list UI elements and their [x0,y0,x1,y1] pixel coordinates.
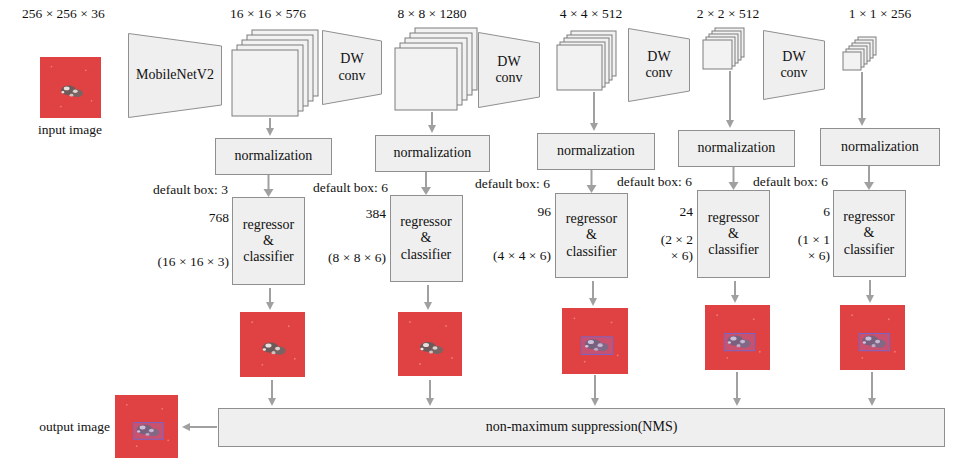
node-text: normalization [841,139,919,155]
arrow-head [864,182,874,190]
input-image [40,57,101,118]
node-text: regressor & classifier [395,214,458,262]
node-text: DW conv [489,54,529,86]
regressor-box: regressor & classifier [833,190,906,277]
normalization-box: normalization [375,135,490,172]
normalization-box: normalization [537,133,655,170]
connector-line [868,166,870,183]
node-text: normalization [394,145,472,161]
feature-map-stack [232,30,318,116]
normalization-box: normalization [678,130,795,167]
node-text: DW conv [639,49,679,81]
default-box-count: default box: 6 [440,176,550,192]
arrow-head [729,182,739,190]
box-formula: (2 × 2 × 6) [655,232,693,263]
connector-line [268,175,270,190]
trapezoid-shape [129,34,222,118]
tensor-size: 2 × 2 × 512 [673,6,783,22]
tensor-size: 16 × 16 × 576 [213,6,323,22]
dw-conv-block: DW conv [628,28,690,102]
box-count: 96 [501,204,551,220]
connector-arrow [421,172,431,195]
box-formula: (1 × 1 × 6) [792,232,830,263]
trapezoid-shape [629,29,690,102]
box-count: 24 [643,204,693,220]
nms-box: non-maximum suppression(NMS) [218,408,945,447]
image-caption: input image [20,122,120,138]
regressor-box: regressor & classifier [390,195,463,282]
regressor-box: regressor & classifier [232,197,305,285]
detection-image [240,305,905,377]
node-text: regressor & classifier [838,209,901,257]
node-text: normalization [557,143,635,159]
normalization-box: normalization [215,138,332,175]
connector-line [425,172,427,188]
tensor-size: 4 × 4 × 512 [536,6,646,22]
node-text: non-maximum suppression(NMS) [486,419,678,435]
connector-line [733,167,735,183]
connector-arrow [587,170,597,193]
image-caption: output image [5,419,110,435]
regressor-box: regressor & classifier [697,190,770,278]
connector-line [591,170,593,186]
feature-map-stack [843,37,876,70]
dw-conv-block: DW conv [322,30,382,105]
node-text: DW conv [774,49,814,81]
default-box-count: default box: 6 [718,174,828,190]
box-formula: (8 × 8 × 6) [276,250,386,266]
tensor-size: 8 × 8 × 1280 [377,6,487,22]
trapezoid-shape [479,33,540,108]
trapezoid-shape [764,31,825,100]
connector-arrow [864,166,874,190]
normalization-box: normalization [820,128,940,166]
node-text: normalization [235,148,313,164]
connector-arrow [264,175,274,197]
node-text: DW conv [332,51,372,83]
connector-arrow [729,167,739,190]
arrow-head [587,185,597,193]
tensor-size: 256 × 256 × 36 [22,6,132,22]
box-count: 6 [780,204,830,220]
default-box-count: default box: 6 [582,174,692,190]
node-text: regressor & classifier [237,217,300,265]
box-formula: (16 × 16 × 3) [119,254,229,270]
tensor-size: 1 × 1 × 256 [825,6,935,22]
regressor-box: regressor & classifier [555,193,628,278]
arrow-head [421,187,431,195]
node-text: regressor & classifier [560,211,623,259]
dw-conv-block: DW conv [763,30,825,100]
box-formula: (4 × 4 × 6) [441,248,551,264]
backbone-block: MobileNetV2 [128,33,222,118]
node-text: normalization [698,140,776,156]
feature-map-stack [395,28,477,110]
output-image [115,395,178,458]
node-text: MobileNetV2 [136,67,214,83]
feature-map-stack [703,28,744,69]
box-count: 768 [179,210,229,226]
node-text: regressor & classifier [702,210,765,258]
default-box-count: default box: 3 [118,182,228,198]
default-box-count: default box: 6 [278,180,388,196]
arrow-head [264,189,274,197]
dw-conv-block: DW conv [478,32,540,108]
box-count: 384 [336,206,386,222]
flow-arrow [184,71,872,427]
trapezoid-shape [323,31,382,105]
feature-map-stack [557,31,616,90]
